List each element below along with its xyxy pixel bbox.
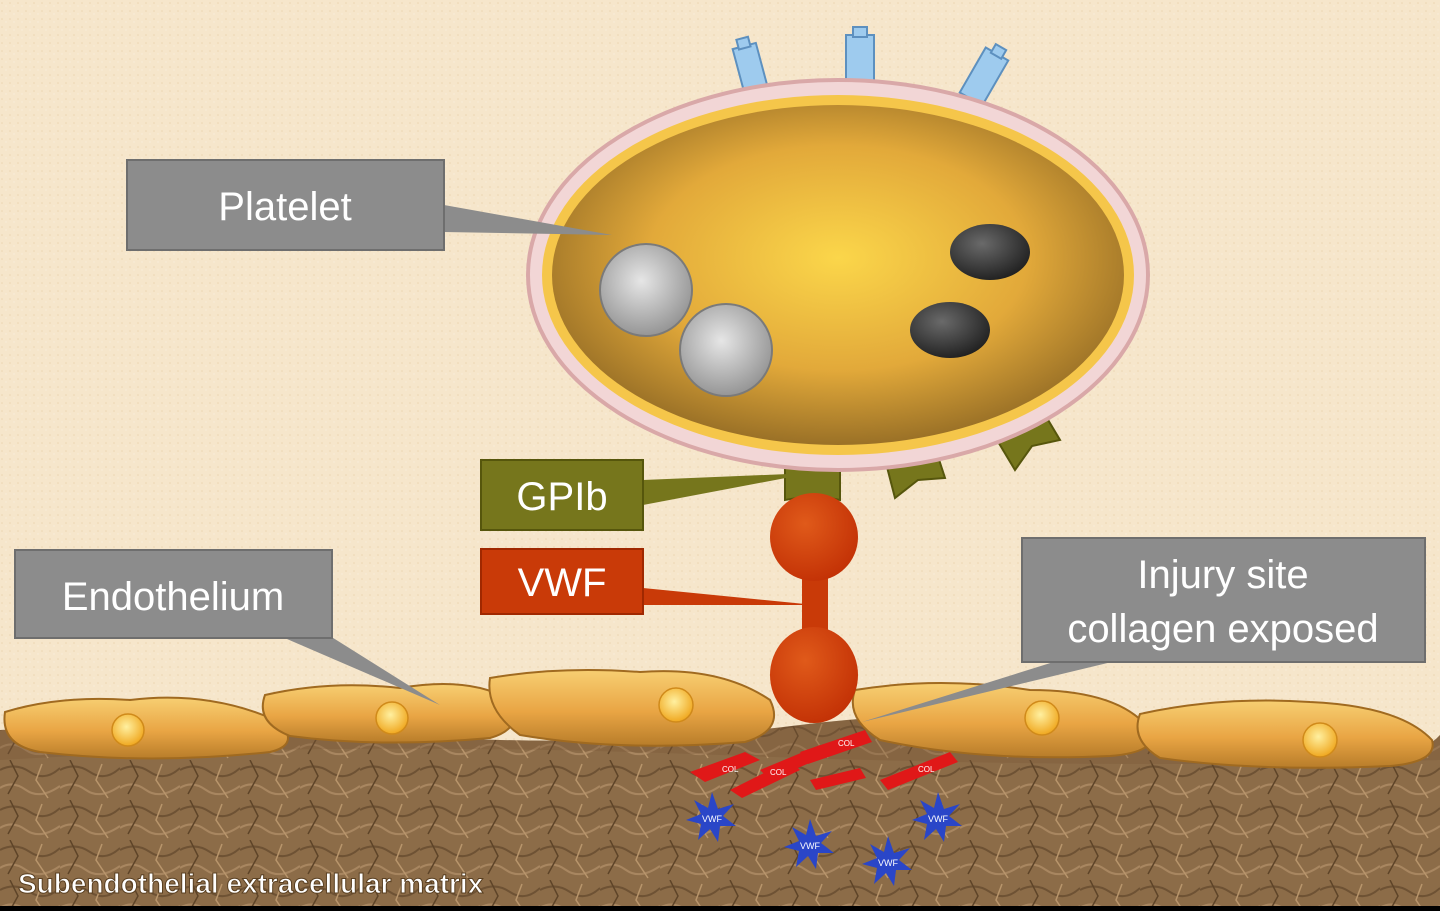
gpib-callout: GPIb	[480, 459, 812, 531]
platelet-callout: Platelet	[126, 159, 612, 251]
vwf-star: VWF	[686, 792, 736, 842]
receptor	[958, 42, 1010, 107]
vwf-stars: VWF VWF VWF VWF	[686, 792, 962, 886]
alpha-granule	[679, 303, 773, 397]
vwf-star-label: VWF	[928, 814, 948, 824]
endothelium-label: Endothelium	[62, 575, 284, 619]
collagen-label: COL	[722, 765, 739, 774]
collagen-label: COL	[838, 739, 855, 748]
endothelial-cell	[1136, 699, 1434, 769]
collagen-fiber	[810, 768, 866, 790]
vwf-star-label: VWF	[702, 814, 722, 824]
vwf-star: VWF	[912, 792, 962, 842]
collagen-label: COL	[918, 765, 935, 774]
alpha-granule	[599, 243, 693, 337]
cell-nucleus	[1024, 700, 1060, 736]
endothelial-cell	[488, 669, 775, 747]
matrix-label: Subendothelial extracellular matrix	[18, 868, 484, 899]
collagen-fibers: COL COL COL COL	[690, 730, 958, 798]
receptor	[845, 26, 875, 88]
vwf-callout: VWF	[480, 548, 815, 615]
gpib-label: GPIb	[516, 475, 607, 519]
endothelial-cell	[261, 683, 516, 744]
vwf-star-label: VWF	[878, 858, 898, 868]
vwf-star: VWF	[784, 819, 834, 869]
vwf-molecule	[770, 493, 858, 723]
collagen-fiber	[880, 752, 958, 790]
vwf-label: VWF	[518, 561, 607, 605]
platelet-receptors-top	[731, 26, 1010, 107]
cell-nucleus	[658, 687, 694, 723]
vwf-star-label: VWF	[800, 841, 820, 851]
injury-label-line1: Injury site	[1137, 553, 1308, 597]
platelet	[526, 78, 1150, 472]
endothelial-cell	[3, 696, 289, 760]
platelet-label: Platelet	[218, 185, 351, 229]
cell-nucleus	[1302, 722, 1338, 758]
collagen-label: COL	[770, 768, 787, 777]
injury-site-callout: Injury site collagen exposed	[862, 537, 1426, 722]
cell-nucleus	[111, 713, 145, 747]
vwf-star: VWF	[862, 836, 912, 886]
cell-nucleus	[375, 701, 409, 735]
endothelium-callout: Endothelium	[14, 549, 440, 705]
dense-granule	[910, 302, 990, 358]
collagen-fiber	[690, 752, 760, 782]
collagen-fiber	[800, 730, 872, 764]
dense-granule	[950, 224, 1030, 280]
injury-label-line2: collagen exposed	[1067, 607, 1378, 651]
